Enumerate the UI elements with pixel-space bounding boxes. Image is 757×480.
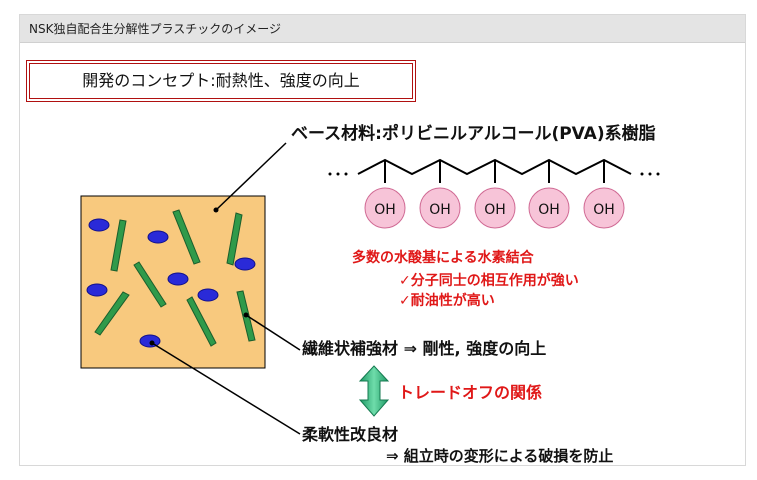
polymer-chain [357, 158, 632, 183]
particle [197, 288, 219, 302]
fiber-reinforcement-label: 繊維状補強材 ⇒ 剛性, 強度の向上 [302, 339, 546, 358]
modifier-particles [86, 218, 256, 348]
leader-dot [149, 340, 155, 346]
oh-label: OH [374, 202, 396, 218]
leader-flex [151, 342, 301, 435]
oh-circle [474, 187, 516, 229]
tradeoff-arrow [358, 365, 390, 417]
concept-box: 開発のコンセプト:耐熱性、強度の向上 [26, 60, 416, 102]
particle [167, 272, 189, 286]
particle [234, 257, 256, 271]
base-material-label: ベース材料:ポリビニルアルコール(PVA)系樹脂 [291, 123, 656, 144]
page-title: NSK独自配合生分解性プラスチックのイメージ [20, 15, 745, 43]
fiber [226, 212, 243, 266]
particle [88, 218, 110, 232]
particle [86, 283, 108, 297]
leader-dot [213, 207, 219, 213]
oh-label: OH [538, 202, 560, 218]
oh-label: OH [429, 202, 451, 218]
oh-label: OH [484, 202, 506, 218]
flex-effect-label: ⇒ 組立時の変形による破損を防止 [386, 447, 613, 465]
fiber [110, 219, 127, 272]
fiber [172, 209, 201, 265]
oh-circle [419, 187, 461, 229]
fiber [94, 291, 130, 336]
hydrogen-bond-label: 多数の水酸基による水素結合 [352, 249, 535, 266]
leader-dot [243, 312, 249, 318]
leader-fiber [245, 314, 301, 351]
fiber [186, 296, 217, 347]
check-interaction: ✓分子同士の相互作用が強い [399, 272, 579, 289]
oh-group: OH OH OH OH OH [364, 187, 625, 229]
oh-circle [528, 187, 570, 229]
particle [147, 230, 169, 244]
tradeoff-label: トレードオフの関係 [398, 383, 542, 402]
oh-label: OH [593, 202, 615, 218]
oh-circle [364, 187, 406, 229]
fiber [133, 261, 167, 308]
leader-base [215, 142, 287, 211]
chain-dots [328, 172, 660, 176]
check-oil-resistance: ✓耐油性が高い [399, 292, 495, 309]
flex-modifier-label: 柔軟性改良材 [301, 425, 398, 444]
oh-circle [583, 187, 625, 229]
